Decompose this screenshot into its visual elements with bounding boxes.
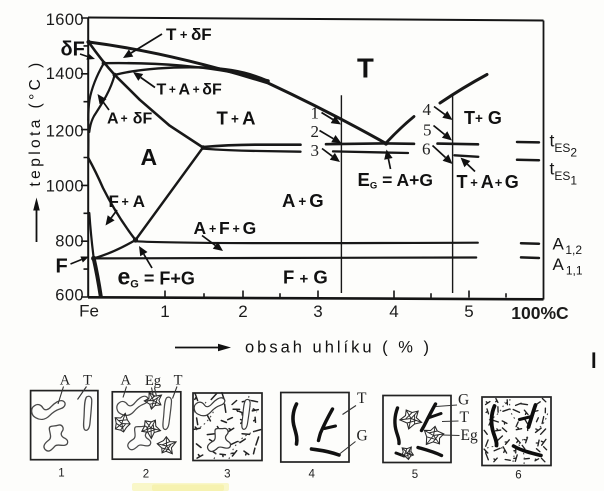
svg-text:3: 3 xyxy=(224,469,230,481)
svg-text:4: 4 xyxy=(308,469,315,481)
svg-text:EG = A+G: EG = A+G xyxy=(358,169,434,192)
svg-text:tES1: tES1 xyxy=(550,159,578,188)
svg-text:eG = F+G: eG = F+G xyxy=(118,264,195,291)
svg-text:5: 5 xyxy=(412,469,418,481)
svg-text:T: T xyxy=(174,373,183,389)
svg-text:1: 1 xyxy=(58,468,64,480)
svg-text:A: A xyxy=(120,373,131,389)
svg-text:T: T xyxy=(83,373,92,389)
svg-text:T+​δF: T+​δF xyxy=(166,25,212,44)
svg-text:teplota (°C ): teplota (°C ) xyxy=(27,59,44,186)
svg-text:T+ G: T+ G xyxy=(464,108,502,128)
svg-text:1: 1 xyxy=(311,104,320,123)
svg-text:5: 5 xyxy=(423,121,432,140)
svg-text:A1,1: A1,1 xyxy=(553,255,583,278)
svg-text:1600: 1600 xyxy=(46,11,84,29)
svg-text:Eg: Eg xyxy=(461,427,478,444)
svg-text:tES2: tES2 xyxy=(550,131,578,160)
svg-text:4: 4 xyxy=(389,302,398,321)
svg-text:T: T xyxy=(357,390,367,407)
svg-text:1000: 1000 xyxy=(46,178,84,196)
svg-text:800: 800 xyxy=(55,233,84,251)
svg-text:100%C: 100%C xyxy=(511,303,569,323)
svg-text:A: A xyxy=(60,373,71,389)
svg-text:4: 4 xyxy=(423,100,432,119)
svg-text:A+​G: A+​G xyxy=(282,190,324,211)
svg-text:obsah uhlíku ( % ): obsah uhlíku ( % ) xyxy=(245,339,432,357)
svg-text:3: 3 xyxy=(311,141,320,160)
svg-text:3: 3 xyxy=(313,302,322,321)
svg-text:T+​A+​δF: T+​A+​δF xyxy=(157,82,222,99)
svg-text:T: T xyxy=(460,409,470,426)
svg-text:F + G: F + G xyxy=(283,267,328,288)
svg-text:600: 600 xyxy=(55,287,84,305)
svg-text:Fe: Fe xyxy=(79,302,99,321)
svg-text:A1,2: A1,2 xyxy=(553,235,583,258)
svg-text:1: 1 xyxy=(160,302,169,321)
svg-text:T+​A+G: T+​A+G xyxy=(457,172,519,192)
svg-text:A+​ δF: A+​ δF xyxy=(107,111,152,128)
svg-text:2: 2 xyxy=(311,122,320,141)
svg-text:6: 6 xyxy=(422,140,431,159)
svg-text:A: A xyxy=(141,144,158,170)
svg-text:G: G xyxy=(357,428,368,445)
svg-text:5: 5 xyxy=(464,302,473,321)
svg-text:2: 2 xyxy=(238,302,247,321)
svg-text:A+​F+​G: A+​F+​G xyxy=(194,218,257,238)
svg-text:6: 6 xyxy=(515,470,521,482)
svg-text:F: F xyxy=(56,256,68,278)
svg-text:1400: 1400 xyxy=(46,65,84,83)
svg-text:T: T xyxy=(357,53,374,84)
svg-text:1200: 1200 xyxy=(46,123,84,141)
svg-text:T+​A: T+​A xyxy=(217,108,256,129)
svg-text:2: 2 xyxy=(143,469,149,481)
svg-text:F+​ A: F+​ A xyxy=(109,192,146,211)
svg-text:δF: δF xyxy=(61,39,85,61)
svg-text:G: G xyxy=(458,392,469,409)
svg-text:Eg: Eg xyxy=(145,373,161,389)
